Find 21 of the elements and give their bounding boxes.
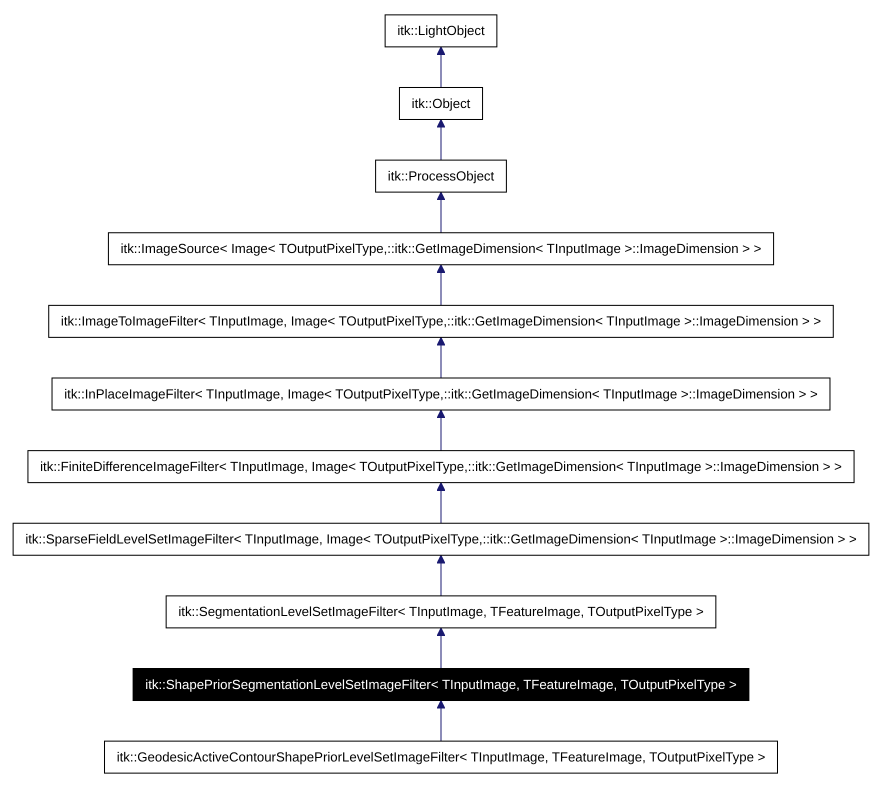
arrow [436, 192, 446, 233]
arrow [436, 554, 446, 596]
node-box: itk::SparseFieldLevelSetImageFilter< TInputImage, Image< TOutputPixelType,::itk::GetImageDimension< TInputImage >::ImageDimension > > [12, 522, 870, 556]
node-box: itk::LightObject [384, 14, 498, 48]
node-box: itk::Object [398, 86, 484, 120]
node-box: itk::ShapePriorSegmentationLevelSetImageFilter< TInputImage, TFeatureImage, TOutputPixelType > [132, 668, 750, 702]
arrow [436, 119, 446, 160]
arrow [436, 46, 446, 88]
node-box: itk::ProcessObject [375, 160, 507, 193]
arrow [436, 336, 446, 378]
arrow [436, 482, 446, 524]
node-box: itk::InPlaceImageFilter< TInputImage, Image< TOutputPixelType,::itk::GetImageDimension< TInputImage >::ImageDimension > > [52, 378, 830, 410]
arrow [436, 410, 446, 451]
node-box: itk::ImageSource< Image< TOutputPixelType,::itk::GetImageDimension< TInputImage >::ImageDimension > > [108, 232, 774, 266]
arrow [436, 700, 446, 742]
node-box: itk::ImageToImageFilter< TInputImage, Image< TOutputPixelType,::itk::GetImageDimension< TInputImage >::ImageDimension > > [48, 304, 834, 338]
node-box: itk::FiniteDifferenceImageFilter< TInputImage, Image< TOutputPixelType,::itk::GetImageDimension< TInputImage >::ImageDimension > > [27, 450, 855, 484]
node-box: itk::SegmentationLevelSetImageFilter< TInputImage, TFeatureImage, TOutputPixelType > [166, 595, 716, 628]
arrow [436, 627, 446, 668]
arrow [436, 264, 446, 306]
node-box: itk::GeodesicActiveContourShapePriorLevelSetImageFilter< TInputImage, TFeatureImage, TOutputPixelType > [104, 740, 778, 774]
